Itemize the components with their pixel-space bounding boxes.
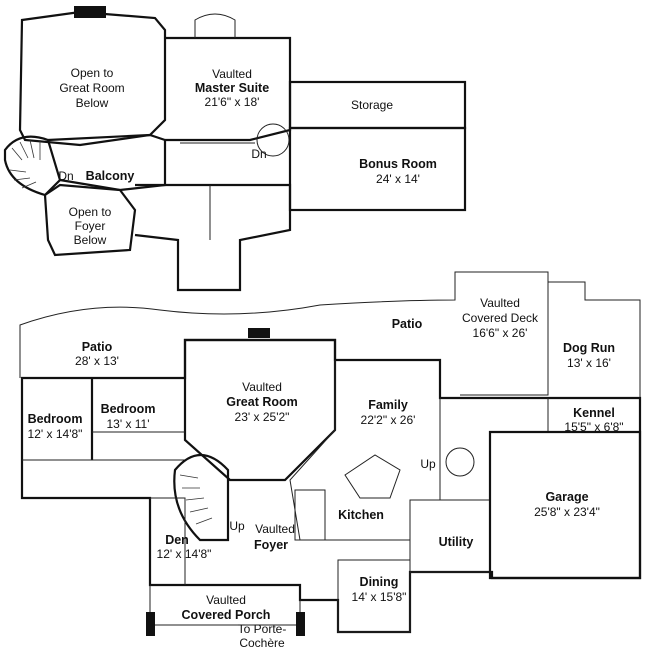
label-family-dims: 22'2" x 26'	[361, 413, 416, 427]
label-porch-vaulted: Vaulted	[206, 593, 246, 607]
label-garage-dims: 25'8" x 23'4"	[534, 505, 600, 519]
label-foyer-up: Up	[229, 519, 245, 533]
labels: Open to Great Room Below Vaulted Master …	[28, 66, 624, 650]
label-patio-top: Patio	[392, 317, 423, 331]
label-bonus-room: Bonus Room	[359, 157, 437, 171]
dog-run-outline	[548, 281, 641, 399]
balcony-stair	[3, 135, 62, 197]
dining-outline	[337, 559, 411, 633]
label-bonus-dims: 24' x 14'	[376, 172, 420, 186]
great-room-outline	[183, 338, 337, 482]
chimney	[74, 6, 106, 18]
porch-column-right	[296, 612, 305, 636]
label-den: Den	[165, 533, 189, 547]
garage-outline	[488, 430, 642, 580]
label-dining: Dining	[360, 575, 399, 589]
upper-baths	[134, 183, 292, 292]
bay-window	[194, 13, 236, 38]
main-house-outline	[20, 338, 642, 634]
label-utility: Utility	[439, 535, 474, 549]
bonus-room-outline	[288, 126, 467, 212]
label-patio-left: Patio	[82, 340, 113, 354]
label-deck-dims: 16'6" x 26'	[473, 326, 528, 340]
foyer-stair-treads	[179, 474, 213, 525]
label-kitchen: Kitchen	[338, 508, 384, 522]
label-foyer: Foyer	[254, 538, 288, 552]
label-family-up: Up	[420, 457, 436, 471]
label-kennel: Kennel	[573, 406, 615, 420]
label-bedroom-1: Bedroom	[28, 412, 83, 426]
family-spiral-stair	[445, 447, 475, 477]
den-walls	[150, 497, 186, 585]
label-master-dims: 21'6" x 18'	[205, 95, 260, 109]
label-open-foyer-1: Open to	[69, 205, 112, 219]
kitchen-island	[344, 454, 401, 499]
label-dog-run-dims: 13' x 16'	[567, 356, 611, 370]
upper-floor	[3, 6, 467, 292]
foyer-stair	[173, 454, 230, 542]
label-porte-cochere-2: Cochère	[239, 636, 285, 650]
main-floor	[19, 271, 642, 636]
label-den-dims: 12' x 14'8"	[157, 547, 212, 561]
label-open-great-room-3: Below	[76, 96, 109, 110]
label-upper-dn: Dn	[251, 147, 266, 161]
label-deck-vaulted: Vaulted	[480, 296, 520, 310]
label-balcony-dn: Dn	[58, 169, 73, 183]
label-great-room: Great Room	[226, 395, 298, 409]
label-patio-left-dims: 28' x 13'	[75, 354, 119, 368]
label-family: Family	[368, 398, 408, 412]
label-open-foyer-2: Foyer	[75, 219, 106, 233]
label-open-great-room-2: Great Room	[59, 81, 124, 95]
patio-boundary	[19, 271, 548, 378]
label-dining-dims: 14' x 15'8"	[352, 590, 407, 604]
label-bedroom-2-dims: 13' x 11'	[106, 417, 149, 431]
fireplace	[248, 328, 270, 338]
label-covered-deck: Covered Deck	[462, 311, 539, 325]
label-storage: Storage	[351, 98, 393, 112]
label-covered-porch: Covered Porch	[182, 608, 271, 622]
label-open-foyer-3: Below	[74, 233, 107, 247]
label-porte-cochere-1: To Porte-	[238, 622, 287, 636]
label-kennel-dims: 15'5" x 6'8"	[564, 420, 623, 434]
label-great-vaulted: Vaulted	[242, 380, 282, 394]
kitchen-counter	[294, 489, 326, 541]
label-great-dims: 23' x 25'2"	[235, 410, 290, 424]
label-garage: Garage	[545, 490, 588, 504]
open-great-room-outline	[18, 10, 167, 147]
label-bedroom-1-dims: 12' x 14'8"	[28, 427, 83, 441]
label-open-great-room-1: Open to	[71, 66, 114, 80]
porch-column-left	[146, 612, 155, 636]
balcony-stair-treads	[9, 139, 41, 189]
label-dog-run: Dog Run	[563, 341, 615, 355]
label-bedroom-2: Bedroom	[101, 402, 156, 416]
label-master-vaulted: Vaulted	[212, 67, 252, 81]
label-foyer-vaulted: Vaulted	[255, 522, 295, 536]
open-foyer-outline	[43, 183, 137, 257]
label-master-suite: Master Suite	[195, 81, 269, 95]
covered-deck-outline	[455, 271, 549, 396]
label-balcony: Balcony	[86, 169, 135, 183]
upper-spiral-stair	[256, 123, 290, 157]
